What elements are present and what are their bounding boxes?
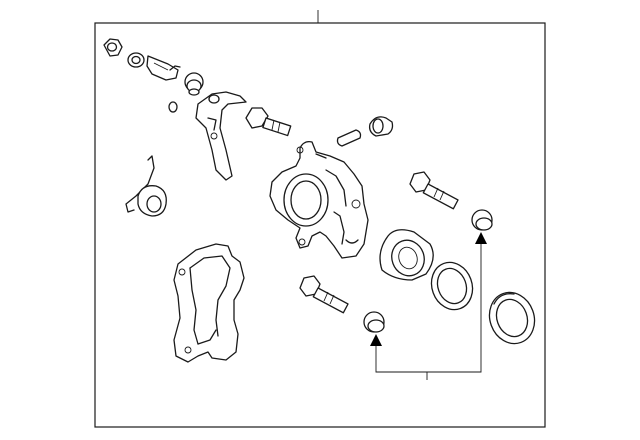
arrow-right	[475, 232, 487, 244]
slide-pin-boot	[184, 72, 204, 96]
anti-rattle-clip	[125, 155, 167, 217]
callout-leaders	[370, 232, 487, 380]
caliper-guide-bolt-upper	[245, 107, 292, 137]
caliper-bolt-lower	[299, 275, 349, 314]
piston	[379, 229, 434, 281]
pad-support-plate	[195, 91, 247, 181]
caliper-bleeder-screw	[127, 52, 145, 68]
small-clip-ring	[168, 101, 178, 113]
piston-seal	[430, 261, 474, 311]
boot-right	[471, 209, 493, 231]
boot-lower	[363, 311, 385, 333]
pad-wear-indicator-spring	[146, 55, 181, 81]
dust-boot	[488, 291, 536, 345]
brake-caliper-housing	[269, 140, 369, 259]
caliper-mounting-bracket	[173, 243, 245, 363]
caliper-bolt-right	[409, 171, 459, 210]
guide-pin	[336, 129, 362, 147]
guide-pin-boot	[368, 116, 394, 137]
caliper-bleeder-cap	[103, 38, 123, 57]
arrow-lower	[370, 334, 382, 346]
